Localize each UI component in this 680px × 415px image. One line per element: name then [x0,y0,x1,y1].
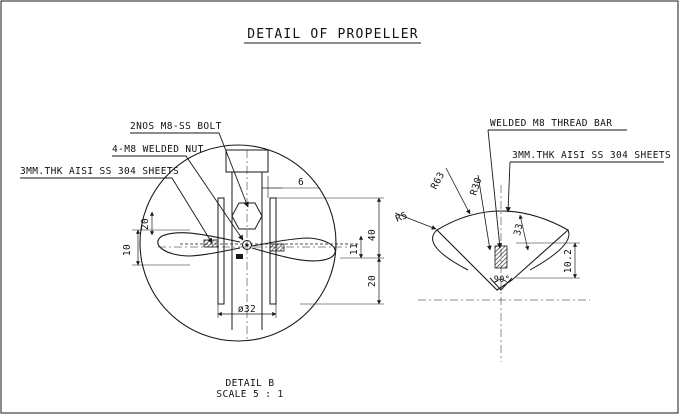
welded-nut-right [269,243,285,252]
center-bolt [242,240,252,250]
apex-v [489,277,513,291]
drawing-title: DETAIL OF PROPELLER [247,27,419,42]
center-bolt-core [245,243,249,247]
left-view: 2NOS M8-SS BOLT 4-M8 WELDED NUT 3MM.THK … [20,121,384,400]
r30-line [477,174,492,251]
r63-line [445,167,471,215]
dim-20-right: 20 [367,275,378,287]
dim-r5: R5 [394,210,409,225]
r5-line [394,212,437,230]
label-bolt: 2NOS M8-SS BOLT [130,121,222,132]
sector-left-edge [432,229,469,271]
caption-line1: DETAIL B [226,378,275,389]
caption-line2: SCALE 5 : 1 [216,389,283,400]
dim-10: 10 [122,244,133,256]
right-view: WELDED M8 THREAD BAR 3MM.THK AISI SS 304… [394,118,671,362]
dim-angle: 90° [494,275,511,285]
blade-right [251,237,336,262]
sector-right-edge [529,229,570,271]
leader-bolt [130,132,249,208]
dim-20-left: 20 [140,218,151,230]
label-nut: 4-M8 WELDED NUT [112,144,204,155]
label-sheets-left: 3MM.THK AISI SS 304 SHEETS [20,166,179,177]
label-thread-bar: WELDED M8 THREAD BAR [490,118,612,129]
dim-diameter: ø32 [238,304,256,315]
dim-r30: R30 [468,176,484,197]
angle-arc [493,279,509,284]
dim-40: 40 [367,229,378,241]
label-sheets-right: 3MM.THK AISI SS 304 SHEETS [512,150,671,161]
dim-r63: R63 [429,170,447,191]
dim-6: 6 [298,177,304,188]
drawing-title-group: DETAIL OF PROPELLER [244,27,421,44]
dim-11: 11 [349,243,360,255]
leader-nut [112,155,244,241]
dim-33-line [518,214,530,251]
dim-33: 33 [512,222,525,236]
dim-10-2: 10.2 [563,249,574,273]
weld-bead-small [236,254,243,259]
leader-thread-bar [487,129,503,249]
leader-sheets [20,177,213,244]
blade-left [157,232,241,257]
leader-sheets-right [505,161,511,213]
hex-bolt [231,202,263,230]
